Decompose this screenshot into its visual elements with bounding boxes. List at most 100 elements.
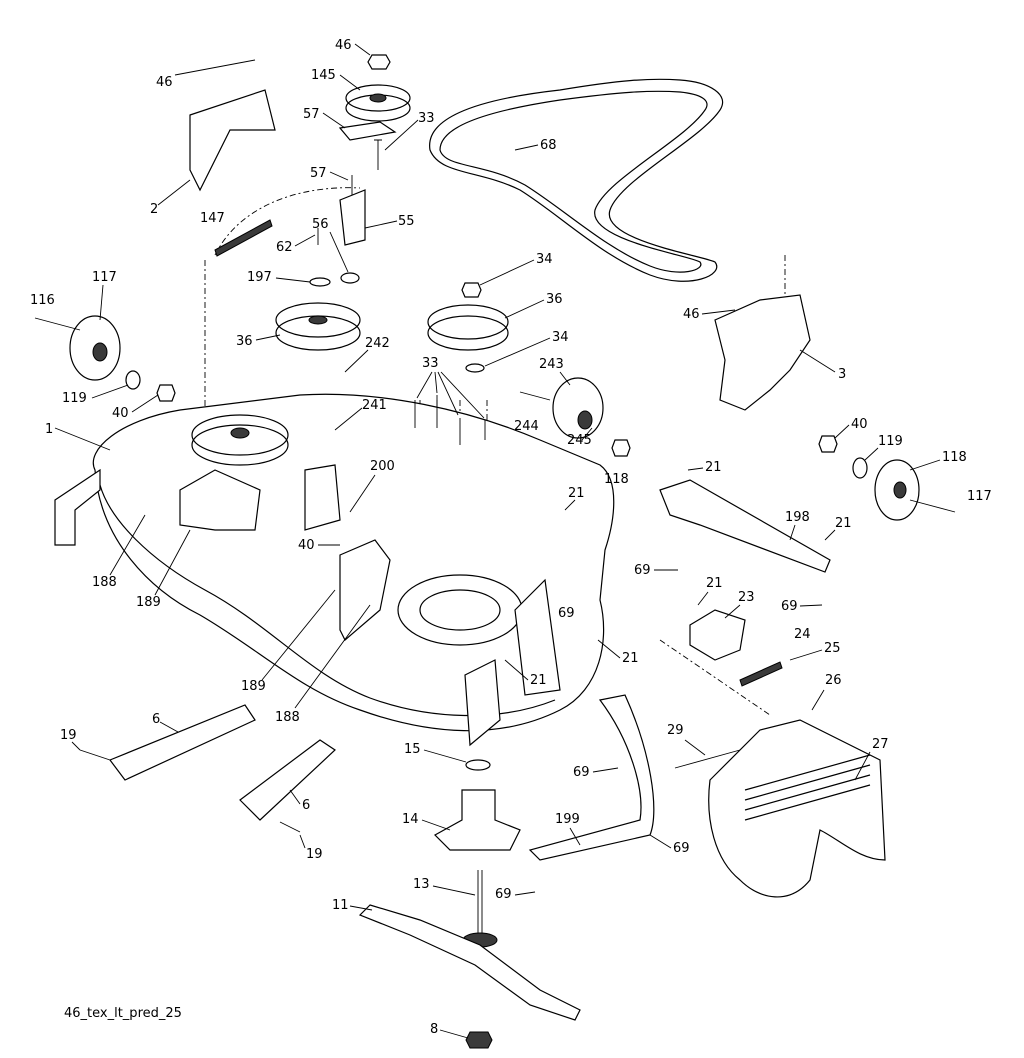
callout-24: 24: [794, 627, 811, 642]
callout-242: 241: [362, 398, 387, 413]
deck-spindle-hole-inner: [419, 589, 501, 631]
drawing-id-label: 46_tex_lt_pred_25: [64, 1006, 182, 1021]
callout-145: 145: [311, 68, 336, 83]
leader-19-upper: [71, 741, 81, 751]
callout-147: 147: [200, 211, 225, 226]
leader-14: [421, 819, 451, 831]
deck-left-pulley-rim: [191, 424, 289, 466]
callout-21-c: 21: [835, 516, 852, 531]
leader-21-f: [504, 659, 529, 681]
leader-21-e: [597, 639, 621, 659]
callout-1: 1: [45, 422, 53, 437]
deck-idler-plate: [304, 464, 341, 531]
leader-26: [811, 689, 825, 711]
leader-188-mid: [294, 604, 371, 709]
callout-34: 33: [418, 111, 435, 126]
leader-119-right: [864, 447, 879, 461]
idler-bracket-59: [338, 121, 397, 141]
callout-11: 11: [332, 898, 349, 913]
leader-15: [423, 749, 467, 763]
leader-62: [294, 234, 316, 247]
leader-188-left: [109, 514, 146, 576]
leader-32: [504, 299, 545, 319]
leader-199: [569, 827, 581, 846]
leader-69-e: [649, 834, 672, 849]
drive-belt-inner: [439, 90, 708, 273]
callout-32: 36: [546, 292, 563, 307]
leader-3: [799, 349, 836, 373]
callout-21-d: 21: [706, 576, 723, 591]
front-hanger-bracket-upper: [109, 704, 256, 781]
leader-117-right: [909, 459, 941, 471]
leader-21-c: [824, 529, 836, 541]
top-idler-pulley-hub: [369, 93, 387, 103]
leader-200: [349, 474, 376, 513]
spindle-pulley-32: [427, 304, 509, 340]
callout-2: 2: [150, 202, 158, 217]
belt-shield-right: [714, 294, 811, 411]
spindle-shaft: [477, 870, 483, 935]
callout-6-upper: 6: [152, 712, 160, 727]
left-wheel-washer: [125, 370, 141, 390]
callout-200: 200: [370, 459, 395, 474]
stabilizer-bracket-199: [528, 694, 655, 861]
leader-27: [854, 751, 871, 781]
callout-40-right: 40: [851, 417, 868, 432]
callout-25: 25: [824, 641, 841, 656]
callout-46-left: 46: [156, 75, 173, 90]
leader-55: [364, 220, 398, 229]
leader-197: [275, 277, 311, 283]
callout-116-left: 116: [30, 293, 55, 308]
leader-1: [54, 427, 111, 451]
center-wheel-bolt: [519, 391, 551, 401]
top-nut: [367, 54, 391, 70]
bolts-30: [414, 395, 486, 445]
callout-36: 36: [236, 334, 253, 349]
leader-19-lower: [299, 834, 306, 849]
left-wheel-bolt: [34, 317, 81, 331]
washer-197: [309, 277, 331, 287]
callout-189-left: 189: [136, 595, 161, 610]
blade-bolt-8: [465, 1031, 493, 1049]
callout-21-e: 21: [622, 651, 639, 666]
callout-69-b: 69: [781, 599, 798, 614]
callout-19-lower: 19: [306, 847, 323, 862]
deck-left-pulley-hub: [230, 427, 250, 439]
leader-2: [157, 179, 191, 206]
callout-55: 55: [398, 214, 415, 229]
callout-labels: 46 46 145 57 33 68 2 57 147 56 55 62 197…: [30, 38, 992, 1039]
callout-15: 15: [404, 742, 421, 757]
right-wheel-bolt: [909, 499, 956, 513]
callout-69-a: 69: [634, 563, 651, 578]
leader-243: [559, 371, 571, 386]
callout-8: 8: [430, 1022, 438, 1037]
leader-40-top: [354, 43, 371, 56]
callout-29: 29: [667, 723, 684, 738]
leader-189-mid: [261, 589, 336, 681]
callout-119-left: 119: [62, 391, 87, 406]
bolt-19-upper: [79, 749, 111, 761]
center-gauge-wheel: [552, 377, 604, 439]
callout-40-top: 46: [335, 38, 352, 53]
callout-189-mid: 189: [241, 679, 266, 694]
leader-21-d: [697, 591, 709, 606]
leader-119-left: [91, 384, 129, 399]
right-wheel-washer: [852, 457, 868, 479]
leader-40-left: [131, 394, 159, 413]
leader-11: [349, 905, 373, 911]
callout-23: 23: [738, 590, 755, 605]
leader-36: [255, 334, 281, 341]
callout-199: 199: [555, 812, 580, 827]
leader-56: [329, 231, 349, 273]
leader-69-f: [514, 891, 536, 896]
deck-rim: [99, 484, 556, 717]
right-gauge-wheel-hub: [893, 481, 907, 499]
leader-145: [339, 74, 361, 91]
callout-40-mid: 40: [298, 538, 315, 553]
callout-119-right: 119: [878, 434, 903, 449]
leader-59: [322, 112, 346, 129]
belt-route-line: [214, 187, 361, 256]
callout-6-lower: 6: [302, 798, 310, 813]
callout-13: 13: [413, 877, 430, 892]
callout-117-left: 117: [92, 270, 117, 285]
